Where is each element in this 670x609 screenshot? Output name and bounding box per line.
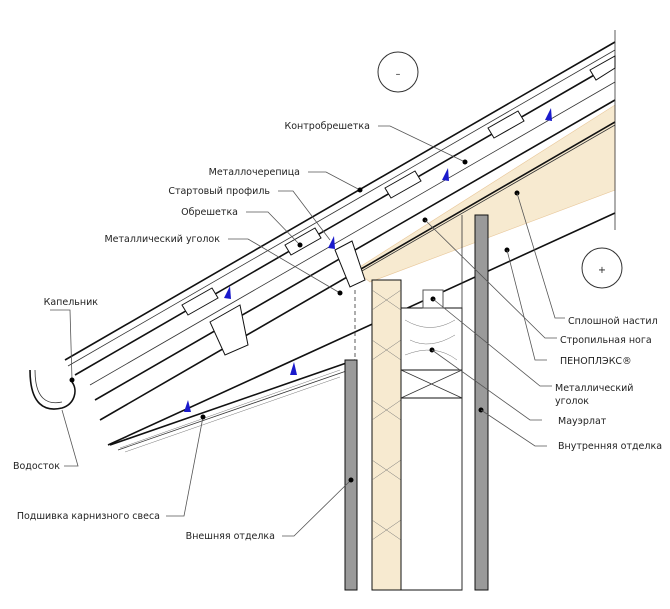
warm-zone-marker: + xyxy=(581,247,623,289)
label-starter-profile: Стартовый профиль xyxy=(168,186,270,197)
label-solid-deck: Сплошной настил xyxy=(568,316,658,327)
label-gutter: Водосток xyxy=(13,461,60,472)
battens xyxy=(181,55,616,356)
warm-zone-sign: + xyxy=(598,265,606,276)
label-rafter: Стропильная нога xyxy=(560,335,652,346)
exterior-finish xyxy=(344,359,358,591)
label-exterior-finish: Внешняя отделка xyxy=(186,531,275,542)
right-callouts: Сплошной настил Стропильная нога ПЕНОПЛЭ… xyxy=(422,190,662,452)
label-drip-edge: Капельник xyxy=(44,297,99,308)
label-insulation: ПЕНОПЛЭКС® xyxy=(560,356,632,367)
label-counter-batten: Контробрешетка xyxy=(284,121,370,132)
cold-zone-sign: – xyxy=(396,69,401,80)
soffit xyxy=(109,359,356,453)
label-metal-tile: Металлочерепица xyxy=(209,167,300,178)
wall-insulation xyxy=(371,279,402,591)
left-callouts: Контробрешетка Металлочерепица Стартовый… xyxy=(13,121,468,542)
cold-zone-marker: – xyxy=(377,51,419,93)
label-metal-angle-left: Металлический уголок xyxy=(104,234,220,245)
label-batten: Обрешетка xyxy=(181,207,238,218)
gutter xyxy=(29,369,76,410)
interior-finish xyxy=(474,214,489,591)
wall-plate xyxy=(400,307,463,371)
label-soffit: Подшивка карнизного свеса xyxy=(17,511,160,522)
label-interior-finish: Внутренняя отделка xyxy=(558,441,662,452)
label-metal-angle-right-2: уголок xyxy=(555,396,589,407)
airflow-arrows xyxy=(184,108,552,412)
label-metal-angle-right-1: Металлический xyxy=(555,383,633,394)
label-wall-plate: Мауэрлат xyxy=(558,416,607,427)
